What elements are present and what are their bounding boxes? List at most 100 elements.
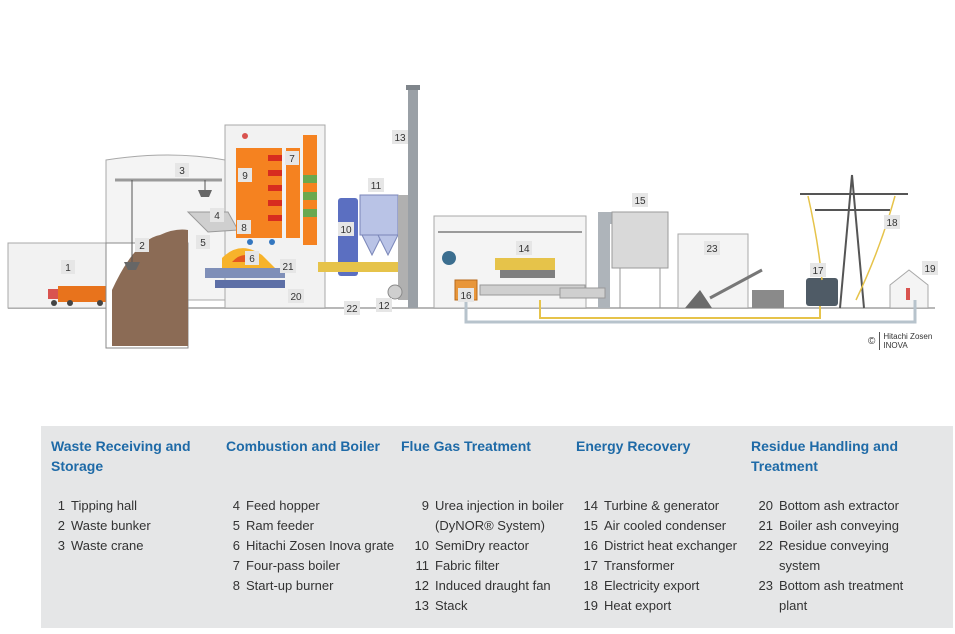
label-11: 11 <box>368 178 384 192</box>
legend-title: Flue Gas Treatment <box>401 438 531 454</box>
legend-item: 4 Feed hopper <box>226 496 401 516</box>
legend-item-text: Start-up burner <box>246 578 334 593</box>
label-8: 8 <box>237 220 251 234</box>
label-20: 20 <box>288 289 304 303</box>
legend-item-number: 17 <box>583 558 598 573</box>
legend-item-number: 23 <box>758 578 773 593</box>
legend-item-text: Urea injection in boiler (DyNOR® System) <box>435 498 564 533</box>
legend-item-text: Ram feeder <box>246 518 314 533</box>
legend-items: 9 Urea injection in boiler (DyNOR® System… <box>401 496 576 616</box>
svg-text:17: 17 <box>812 266 824 277</box>
label-10: 10 <box>338 222 354 236</box>
label-21: 21 <box>280 259 296 273</box>
svg-text:8: 8 <box>241 223 247 234</box>
label-19: 19 <box>922 261 938 275</box>
label-7: 7 <box>285 151 299 165</box>
legend-item-text: Fabric filter <box>435 558 500 573</box>
svg-text:15: 15 <box>634 196 646 207</box>
label-16: 16 <box>458 288 474 302</box>
label-23: 23 <box>704 241 720 255</box>
legend-item-text: SemiDry reactor <box>435 538 529 553</box>
label-6: 6 <box>245 251 259 265</box>
legend-item-text: Electricity export <box>604 578 700 593</box>
legend-item-text: Stack <box>435 598 468 613</box>
copyright-symbol: © <box>868 335 876 347</box>
legend-title: Residue Handling and Treatment <box>751 438 899 474</box>
legend-item-text: Bottom ash treatment plant <box>779 578 904 613</box>
label-18: 18 <box>884 215 900 229</box>
label-22: 22 <box>344 301 360 315</box>
legend-item-number: 10 <box>414 538 429 553</box>
legend-item: 18 Electricity export <box>576 576 751 596</box>
label-15: 15 <box>632 193 648 207</box>
bottom-ash-treatment <box>677 233 784 309</box>
legend-item-text: Bottom ash extractor <box>779 498 899 513</box>
svg-text:20: 20 <box>290 292 302 303</box>
svg-text:7: 7 <box>289 154 295 165</box>
legend-item: 20 Bottom ash extractor <box>751 496 926 516</box>
legend-item-number: 19 <box>583 598 598 613</box>
legend-item-text: Residue conveying system <box>779 538 889 573</box>
svg-text:16: 16 <box>460 291 472 302</box>
label-3: 3 <box>175 163 189 177</box>
legend-item-text: Waste crane <box>71 538 144 553</box>
legend-item-number: 6 <box>232 538 240 553</box>
brand-line2: INOVA <box>883 341 908 350</box>
label-4: 4 <box>210 208 224 222</box>
legend-item-number: 18 <box>583 578 598 593</box>
district-heat-pipe <box>464 300 917 324</box>
svg-text:11: 11 <box>371 181 382 192</box>
legend-item: 10 SemiDry reactor <box>401 536 576 556</box>
brand-line1: Hitachi Zosen <box>883 332 933 341</box>
boiler-house <box>186 124 326 309</box>
legend-item-number: 16 <box>583 538 598 553</box>
label-2: 2 <box>135 238 149 252</box>
legend-item-text: Heat export <box>604 598 672 613</box>
diagram-number-labels: 1 2 3 4 5 6 7 8 9 10 11 12 13 14 15 16 1… <box>61 130 938 315</box>
legend-item: 5 Ram feeder <box>226 516 401 536</box>
tipping-hall <box>7 242 116 309</box>
copyright-notice: © Hitachi Zosen INOVA <box>868 332 932 350</box>
svg-text:3: 3 <box>179 166 185 177</box>
power-line <box>539 300 821 319</box>
legend-item-number: 12 <box>414 578 429 593</box>
legend-item-number: 20 <box>758 498 773 513</box>
legend-item-text: Feed hopper <box>246 498 320 513</box>
label-14: 14 <box>516 241 532 255</box>
svg-text:2: 2 <box>139 241 145 252</box>
label-13: 13 <box>392 130 408 144</box>
svg-text:22: 22 <box>346 304 358 315</box>
bunker-building <box>105 154 226 349</box>
legend-item-number: 5 <box>232 518 240 533</box>
air-cooled-condenser <box>559 211 669 308</box>
legend-item: 23 Bottom ash treatment plant <box>751 576 926 616</box>
label-9: 9 <box>238 168 252 182</box>
flue-gas-section <box>318 85 420 308</box>
legend-item: 16 District heat exchanger <box>576 536 751 556</box>
legend-item-text: District heat exchanger <box>604 538 737 553</box>
svg-text:10: 10 <box>340 225 352 236</box>
legend-item-number: 9 <box>421 498 429 513</box>
legend-item-text: Induced draught fan <box>435 578 551 593</box>
label-17: 17 <box>810 263 826 277</box>
legend-item-number: 22 <box>758 538 773 553</box>
label-1: 1 <box>61 260 75 274</box>
legend-item-text: Tipping hall <box>71 498 138 513</box>
legend-item-number: 4 <box>232 498 240 513</box>
legend-item-text: Boiler ash conveying <box>779 518 899 533</box>
legend-item: 9 Urea injection in boiler (DyNOR® System… <box>401 496 576 536</box>
